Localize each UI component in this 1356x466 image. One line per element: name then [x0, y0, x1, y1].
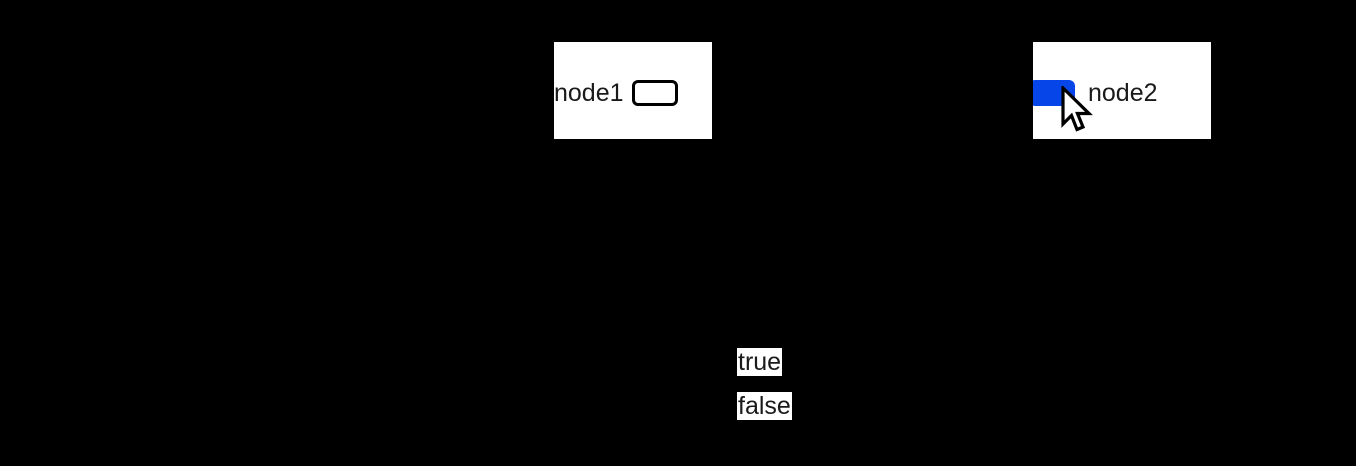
node1-panel: node1: [554, 42, 712, 139]
node2-checkbox[interactable]: [1033, 80, 1075, 106]
false-value-label: false: [737, 392, 792, 420]
node2-row: node2: [1033, 79, 1158, 107]
true-value-label: true: [737, 348, 783, 376]
node1-row: node1: [554, 79, 712, 107]
node2-panel: node2: [1033, 42, 1211, 139]
node1-checkbox[interactable]: [631, 80, 678, 106]
node1-label: node1: [554, 79, 624, 107]
node2-label: node2: [1088, 79, 1158, 107]
